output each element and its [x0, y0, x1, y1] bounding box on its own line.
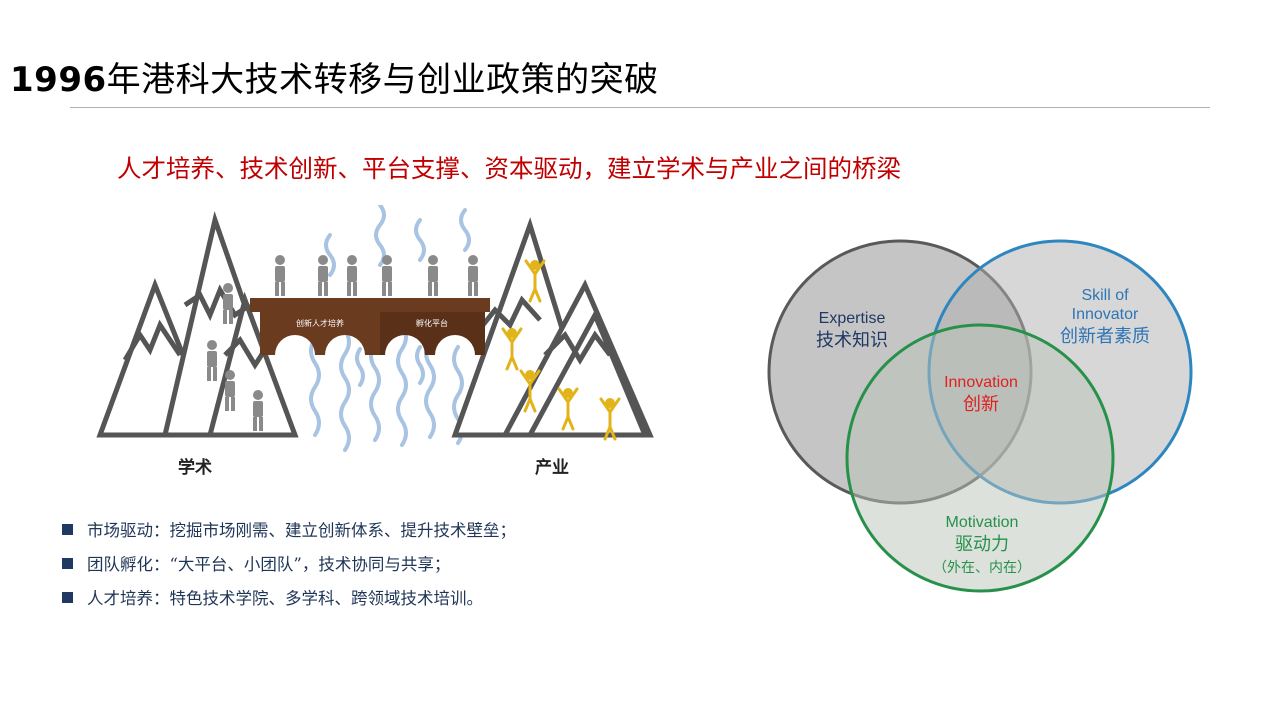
skill-label-en-line1: Skill of [1081, 287, 1129, 304]
expertise-label-en: Expertise [819, 310, 886, 327]
industry-label: 产业 [535, 457, 569, 478]
people-gray [207, 255, 478, 431]
slide-subtitle: 人才培养、技术创新、平台支撑、资本驱动，建立学术与产业之间的桥梁 [117, 154, 901, 183]
bridge-left-label: 创新人才培养 [296, 318, 344, 328]
bullet-text: 市场驱动：挖掘市场刚需、建立创新体系、提升技术壁垒； [87, 521, 516, 540]
person-icon [223, 283, 233, 324]
motivation-label-zh: 驱动力 [955, 534, 1009, 555]
title-text: 年港科大技术转移与创业政策的突破 [106, 60, 659, 100]
skill-label-en-line2: Innovator [1072, 306, 1139, 323]
person-icon [275, 255, 285, 296]
bridge [250, 298, 490, 355]
title-year: 1996 [10, 60, 107, 100]
bullet-square-icon [62, 591, 73, 603]
bullet-square-icon [62, 557, 73, 569]
cheering-person-icon [524, 259, 546, 303]
cheering-person-icon [501, 327, 523, 371]
innovation-label-zh: 创新 [963, 394, 999, 415]
bullet-text: 人才培养：特色技术学院、多学科、跨领域技术培训。 [87, 589, 483, 608]
bridge-right-label: 孵化平台 [416, 318, 448, 328]
bullet-item: 人才培养：特色技术学院、多学科、跨领域技术培训。 [62, 580, 516, 614]
person-icon [225, 370, 235, 411]
cheering-person-icon [557, 387, 579, 431]
person-icon [253, 390, 263, 431]
motivation-note: （外在、内在） [933, 560, 1031, 576]
cheering-person-icon [519, 369, 541, 413]
expertise-label-zh: 技术知识 [816, 330, 888, 351]
people-gold [501, 259, 621, 441]
bullet-item: 团队孵化：“大平台、小团队”，技术协同与共享； [62, 546, 516, 580]
person-icon [382, 255, 392, 296]
person-icon [207, 340, 217, 381]
bullet-text: 团队孵化：“大平台、小团队”，技术协同与共享； [87, 555, 451, 574]
title-divider [70, 107, 1210, 108]
slide-title: 1996年港科大技术转移与创业政策的突破 [10, 52, 659, 101]
cheering-person-icon [599, 397, 621, 441]
person-icon [468, 255, 478, 296]
academia-label: 学术 [178, 457, 212, 478]
innovation-venn-diagram: Expertise 技术知识 Skill of Innovator 创新者素质 … [767, 239, 1193, 593]
bullet-item: 市场驱动：挖掘市场刚需、建立创新体系、提升技术壁垒； [62, 512, 516, 546]
bridge-illustration: 创新人才培养 孵化平台 学术 产业 [96, 205, 654, 478]
person-icon [318, 255, 328, 296]
industry-mountains [451, 217, 654, 438]
bullet-list: 市场驱动：挖掘市场刚需、建立创新体系、提升技术壁垒； 团队孵化：“大平台、小团队… [62, 512, 516, 614]
motivation-circle [845, 323, 1115, 593]
person-icon [347, 255, 357, 296]
person-icon [428, 255, 438, 296]
motivation-label-en: Motivation [946, 514, 1019, 531]
river-waves [309, 205, 471, 452]
innovation-label-en: Innovation [944, 374, 1018, 391]
bullet-square-icon [62, 523, 73, 535]
skill-label-zh: 创新者素质 [1060, 326, 1150, 347]
